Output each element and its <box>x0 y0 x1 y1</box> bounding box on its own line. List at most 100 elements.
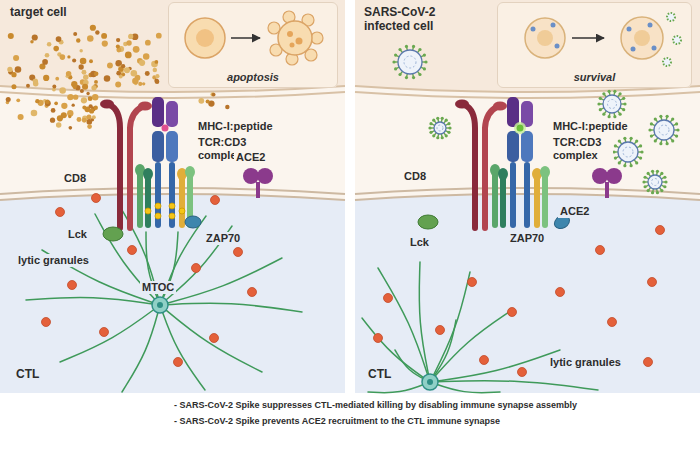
virus-particles-part-part <box>432 119 435 122</box>
summary-line: - SARS-CoV-2 Spike suppresses CTL-mediat… <box>172 400 579 410</box>
right-panel <box>355 0 700 393</box>
microtubules-part <box>60 305 160 362</box>
released-granules-part <box>94 71 99 76</box>
released-granules-part <box>128 34 133 39</box>
inset-pictures-part <box>185 18 225 58</box>
virus-particles-part-part <box>608 90 611 93</box>
left-synapse-details-part <box>103 227 123 241</box>
virus-particles-part-part <box>618 161 621 164</box>
virus-particles-part-part <box>647 189 650 192</box>
inset-pictures <box>168 2 692 88</box>
virus-particles-part <box>428 117 451 140</box>
released-granules-part <box>32 34 38 40</box>
released-granules-part <box>52 84 56 88</box>
protein-label: Lck <box>408 236 431 249</box>
released-granules-part <box>89 59 93 63</box>
released-granules-part <box>86 115 91 120</box>
left-synapse-details-part <box>243 168 259 184</box>
released-granules-part <box>91 85 96 90</box>
left-synapse-details-part <box>145 208 151 214</box>
released-granules-part <box>198 98 204 104</box>
released-granules-part <box>50 118 55 123</box>
virus-particles-part-part <box>666 115 669 118</box>
virus-particles-part-part <box>654 120 674 140</box>
protein-label: MHC-I:peptide <box>196 120 275 133</box>
released-granules-part <box>115 81 121 87</box>
virus-particles-part-part <box>652 179 659 186</box>
virus-particles-part <box>612 137 643 167</box>
virus-particles-part-part <box>675 122 678 125</box>
inset-pictures-part <box>531 27 536 32</box>
lytic-granules-part <box>248 288 257 297</box>
released-granules-part <box>8 33 14 39</box>
inset-pictures-part <box>525 18 565 58</box>
released-granules-part <box>73 85 77 89</box>
microtubules-part <box>368 382 430 393</box>
inset-pictures-part <box>168 2 338 88</box>
released-granules-part <box>16 98 20 102</box>
released-granules-part <box>26 84 30 88</box>
virus-particles-part-part <box>436 117 439 120</box>
virus-particles-part-part <box>651 170 654 173</box>
lytic-granules-part <box>374 334 383 343</box>
synapse-proteins <box>100 97 195 228</box>
lytic-granules-part <box>596 246 605 255</box>
left-synapse-details-part <box>155 203 161 209</box>
inset-pictures-part <box>196 29 214 47</box>
released-granules-part <box>87 35 94 42</box>
released-granules-part <box>151 61 158 68</box>
virus-particles-part-part <box>599 108 602 111</box>
virus-particles-part-part <box>656 170 659 173</box>
virus-particles-part-part <box>650 122 653 125</box>
released-granules-part <box>155 74 159 78</box>
virus-particles-part-part <box>441 136 444 139</box>
left-synapse-details-part <box>155 213 161 219</box>
virus-particles-part-part <box>640 150 643 153</box>
virus-particles-part-part <box>619 113 622 116</box>
virus-particles-part-part <box>623 102 626 105</box>
microtubules-part <box>430 350 560 382</box>
protein-label: TCR:CD3 complex <box>551 136 613 161</box>
released-granules-part <box>104 75 111 82</box>
virus-particles-part-part <box>394 67 397 70</box>
released-granules-part <box>142 82 145 85</box>
lytic-granules-part <box>468 278 477 287</box>
lytic-granules-part <box>518 368 527 377</box>
virus-particles-part-part <box>429 131 432 134</box>
released-granules-part <box>60 54 66 60</box>
released-granules-part <box>81 70 86 75</box>
microtubules <box>26 210 598 393</box>
inset-box: survival <box>497 2 692 88</box>
released-granules-part <box>101 33 107 39</box>
virus-particles-part-part <box>663 176 666 179</box>
left-synapse-details-part <box>257 168 273 184</box>
virus-particles-part-part <box>676 128 679 131</box>
released-granules-part <box>94 106 98 110</box>
released-granules-part <box>125 52 132 59</box>
released-granules-part <box>86 92 89 95</box>
inset-pictures-part <box>231 37 260 39</box>
virus-particles-part-part <box>643 176 646 179</box>
lytic-granules-part <box>480 356 489 365</box>
released-granules-part <box>56 122 61 127</box>
released-granules-part <box>53 46 59 52</box>
released-granules-part <box>138 82 142 86</box>
released-granules-part <box>45 100 51 106</box>
virus-particles-part-part <box>622 97 625 100</box>
cell-label: target cell <box>8 6 69 20</box>
released-granules-part <box>92 115 96 119</box>
right-synapse-details-part <box>422 374 438 390</box>
inset-pictures-part <box>627 27 632 32</box>
virus-particles-part-part <box>650 134 653 137</box>
microtubules-part <box>146 232 160 305</box>
virus-particles-part-part <box>398 48 401 51</box>
right-synapse-details <box>418 122 622 390</box>
organelle-label: lytic granules <box>16 254 91 267</box>
microtubules-part <box>430 310 512 382</box>
lytic-granules-part <box>92 194 101 203</box>
microtubules-part <box>378 268 430 382</box>
virus-particles-part-part <box>660 189 663 192</box>
protein-label: MHC-I:peptide <box>551 120 630 133</box>
virus-particles-part-part <box>398 50 422 74</box>
released-granules-part <box>66 71 71 76</box>
